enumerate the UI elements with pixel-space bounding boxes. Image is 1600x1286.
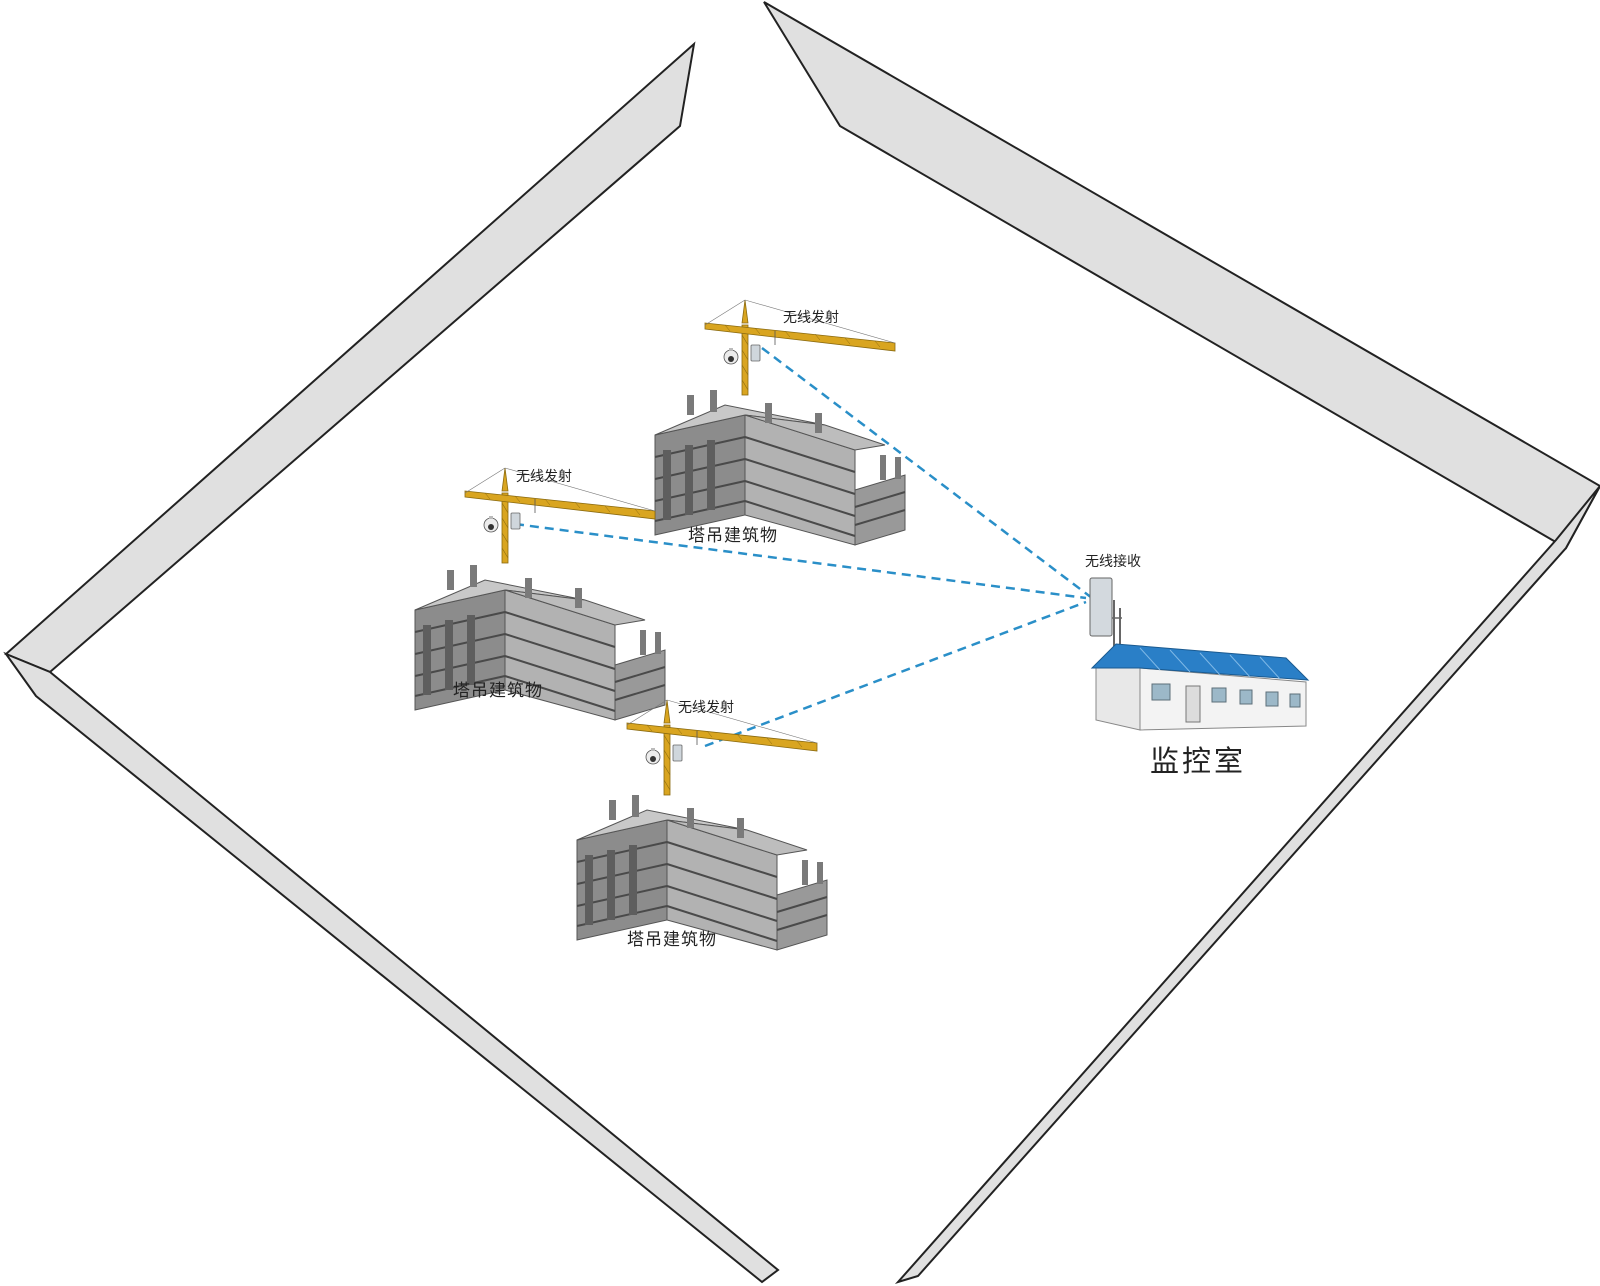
link-top-building [761,347,1093,599]
link-bottom-building [704,600,1087,748]
perimeter-walls [3,1,1600,1284]
monitor-room-label: 监控室 [1150,744,1247,778]
building-bottom [576,699,828,951]
building-top [654,299,906,546]
building-label-top: 塔吊建筑物 [688,526,778,546]
transmitter-label-middle: 无线发射 [516,469,572,485]
link-middle-building [514,522,1087,600]
building-label-bottom: 塔吊建筑物 [627,930,717,950]
wall-top-left [4,41,696,674]
building-label-middle: 塔吊建筑物 [453,681,543,701]
wall-bottom-left [3,651,780,1284]
wall-top-right [763,1,1600,550]
transmitter-label-bottom: 无线发射 [678,700,734,716]
wireless-links [514,347,1093,748]
transmitter-label-top: 无线发射 [783,310,839,326]
antenna-icon [1089,577,1122,650]
monitor-room-icon [1090,643,1310,731]
wall-bottom-right [894,485,1600,1284]
receiver-label: 无线接收 [1085,554,1141,570]
